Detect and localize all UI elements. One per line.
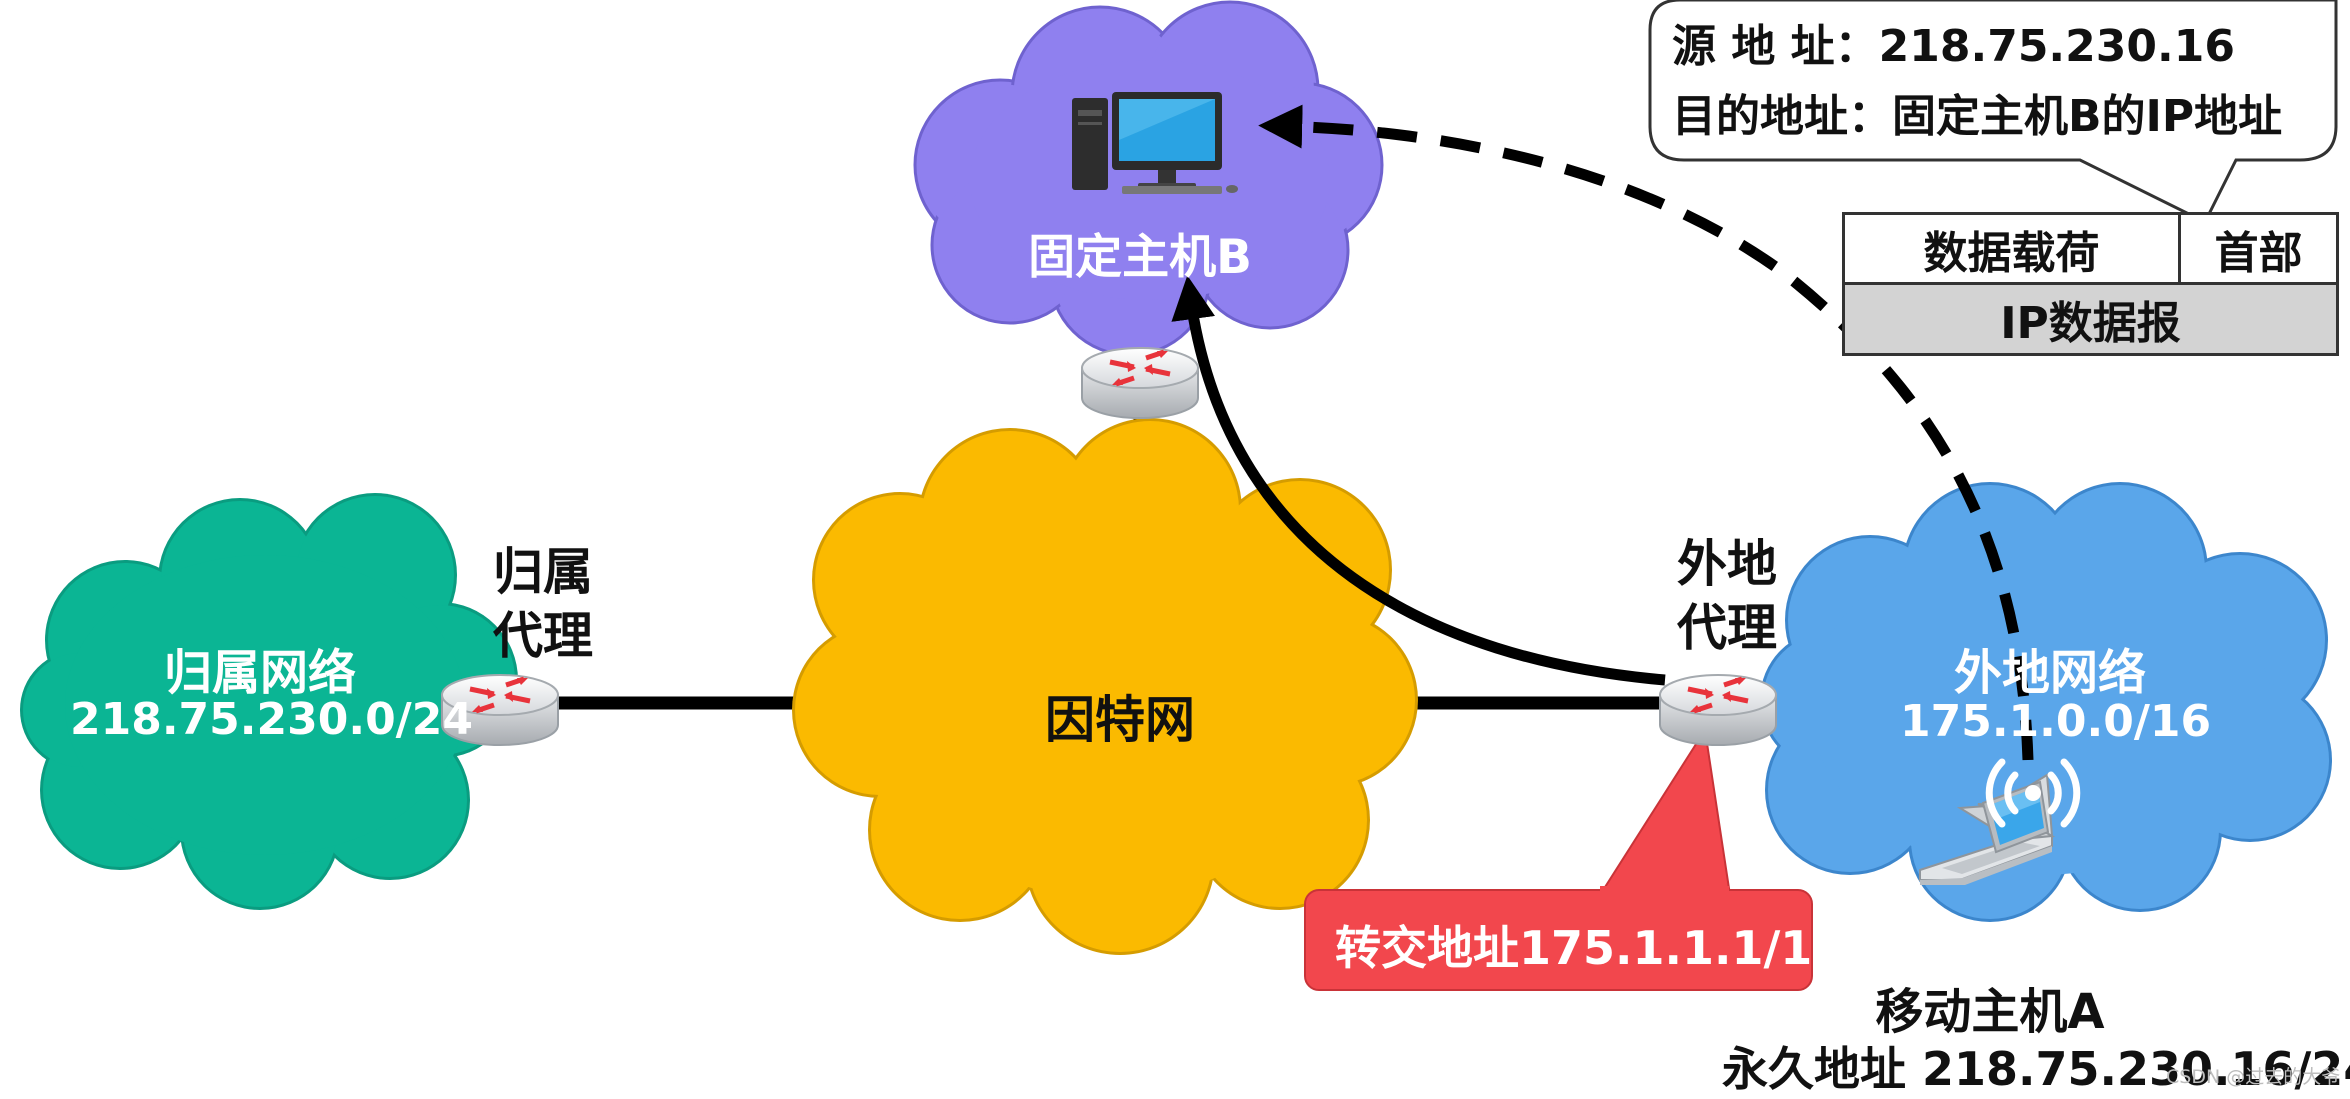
- direct-dashed-arrow: [1258, 104, 2034, 761]
- care-of-bubble: [1304, 889, 1813, 991]
- internet-label: 因特网: [1045, 691, 1195, 749]
- ip-datagram-table: 数据载荷 首部 IP数据报: [1842, 212, 2339, 356]
- wifi-signal-icon: [1985, 758, 2081, 828]
- home-network-prefix: 218.75.230.0/24: [70, 694, 473, 745]
- fixed-host-label: 固定主机B: [1028, 230, 1252, 285]
- foreign-network-name: 外地网络: [1953, 645, 2146, 701]
- tunnel-forward-arrow: [1171, 275, 1666, 686]
- care-of-address-text: 转交地址175.1.1.1/16: [1335, 921, 1845, 975]
- foreign-agent-label-1: 外地: [1677, 535, 1777, 593]
- destination-address-value: 固定主机B的IP地址: [1892, 91, 2283, 142]
- datagram-name-cell: IP数据报: [1845, 285, 2336, 353]
- fixed-host-cloud: [913, 0, 1384, 357]
- mobile-host-name: 移动主机A: [1875, 984, 2105, 1040]
- foreign-network-prefix: 175.1.0.0/16: [1900, 696, 2212, 747]
- router-icon: [1660, 675, 1776, 745]
- desktop-computer-icon: [1072, 92, 1238, 194]
- mobile-host-permanent-address: 永久地址 218.75.230.16/24: [1722, 1042, 2350, 1096]
- destination-address-line: 目的地址：固定主机B的IP地址: [1672, 80, 2282, 144]
- home-agent-label-2: 代理: [493, 607, 593, 665]
- foreign-agent-label-2: 代理: [1677, 599, 1777, 657]
- source-address-line: 源 地 址：218.75.230.16: [1672, 10, 2235, 74]
- packet-header-bubble: [1648, 0, 2338, 225]
- home-network-name: 归属网络: [163, 645, 356, 701]
- watermark: CSDN @过去的大爷: [2166, 1066, 2341, 1088]
- datagram-header-cell: 首部: [2181, 215, 2336, 285]
- internet-cloud: [792, 418, 1418, 955]
- destination-address-label: 目的地址：: [1672, 91, 1892, 142]
- source-address-value: 218.75.230.16: [1878, 21, 2235, 72]
- source-address-label: 源 地 址：: [1672, 21, 1879, 72]
- home-network-cloud: [20, 493, 518, 910]
- care-of-pointer: [1598, 727, 1732, 896]
- router-icon: [1082, 348, 1198, 418]
- home-agent-label-1: 归属: [493, 543, 593, 601]
- datagram-payload-cell: 数据载荷: [1845, 215, 2181, 285]
